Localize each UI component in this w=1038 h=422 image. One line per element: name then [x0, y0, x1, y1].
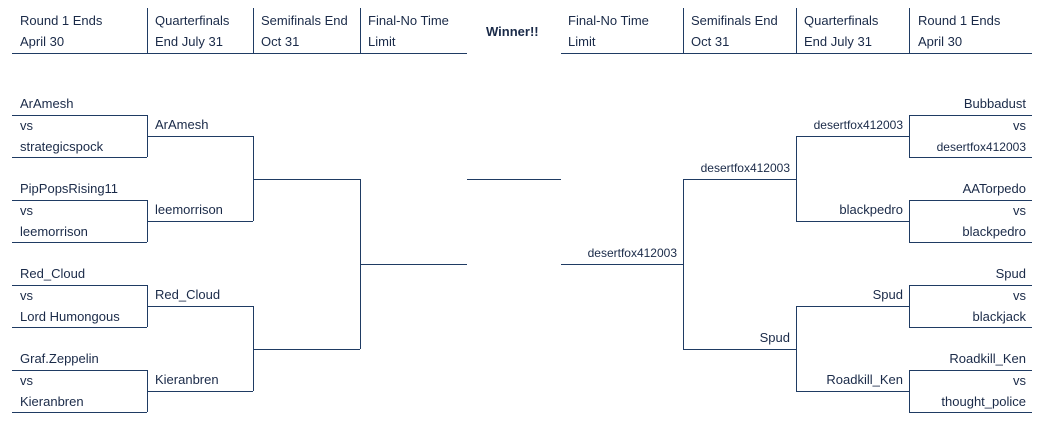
header-round1-left-line1: Round 1 Ends — [20, 13, 103, 28]
right-semifinal-2: Spud — [759, 330, 790, 345]
header-left-underline — [12, 53, 467, 54]
header-final-left-line1: Final-No Time — [368, 13, 449, 28]
left-quarterfinal-1: ArAmesh — [155, 117, 209, 132]
header-semifinals-left-line1: Semifinals End — [261, 13, 348, 28]
player-name: ArAmesh — [20, 96, 74, 111]
player-name: Roadkill_Ken — [949, 351, 1026, 366]
vs-label: vs — [1013, 373, 1026, 388]
header-right-underline — [561, 53, 1032, 54]
header-semifinals-right-line2: Oct 31 — [691, 34, 730, 49]
header-divider — [147, 8, 148, 53]
player-name: AATorpedo — [962, 181, 1026, 196]
vs-label: vs — [20, 118, 33, 133]
right-quarterfinal-2: blackpedro — [839, 202, 903, 217]
header-quarterfinals-right-line2: End July 31 — [804, 34, 872, 49]
vs-label: vs — [20, 288, 33, 303]
player-name: desertfox412003 — [936, 140, 1026, 154]
player-name: strategicspock — [20, 139, 104, 154]
vs-label: vs — [1013, 203, 1026, 218]
vs-label: vs — [20, 203, 33, 218]
player-name: Spud — [995, 266, 1026, 281]
header-round1-right-line2: April 30 — [918, 34, 963, 49]
header-semifinals-right-line1: Semifinals End — [691, 13, 778, 28]
header-divider — [360, 8, 361, 53]
header-divider — [909, 8, 910, 53]
right-semifinal-1: desertfox412003 — [700, 161, 790, 175]
header-round1-right-line1: Round 1 Ends — [918, 13, 1001, 28]
header-quarterfinals-left-line2: End July 31 — [155, 34, 223, 49]
player-name: PipPopsRising11 — [20, 181, 119, 196]
vs-label: vs — [1013, 118, 1026, 133]
player-name: leemorrison — [20, 224, 88, 239]
vs-label: vs — [20, 373, 33, 388]
header-quarterfinals-right-line1: Quarterfinals — [804, 13, 879, 28]
player-name: blackpedro — [962, 224, 1026, 239]
header-round1-left-line2: April 30 — [20, 34, 65, 49]
left-quarterfinal-4: Kieranbren — [155, 372, 219, 387]
right-final: desertfox412003 — [587, 246, 677, 260]
winner-line — [467, 179, 561, 180]
header-semifinals-left-line2: Oct 31 — [261, 34, 300, 49]
right-quarterfinal-3: Spud — [872, 287, 903, 302]
left-quarterfinal-2: leemorrison — [155, 202, 223, 217]
player-name: blackjack — [972, 309, 1026, 324]
player-name: Graf.Zeppelin — [20, 351, 99, 366]
header-quarterfinals-left-line1: Quarterfinals — [155, 13, 230, 28]
right-quarterfinal-4: Roadkill_Ken — [826, 372, 903, 387]
winner-heading: Winner!! — [486, 24, 539, 39]
header-divider — [796, 8, 797, 53]
player-name: Bubbadust — [963, 96, 1026, 111]
right-quarterfinal-1: desertfox412003 — [813, 118, 903, 132]
player-name: Red_Cloud — [20, 266, 86, 281]
header-divider — [683, 8, 684, 53]
header-divider — [253, 8, 254, 53]
player-name: thought_police — [941, 394, 1026, 409]
header-final-right-line1: Final-No Time — [568, 13, 649, 28]
player-name: Kieranbren — [20, 394, 84, 409]
player-name: Lord Humongous — [20, 309, 120, 324]
vs-label: vs — [1013, 288, 1026, 303]
header-final-left-line2: Limit — [368, 34, 396, 49]
left-quarterfinal-3: Red_Cloud — [155, 287, 221, 302]
header-final-right-line2: Limit — [568, 34, 596, 49]
